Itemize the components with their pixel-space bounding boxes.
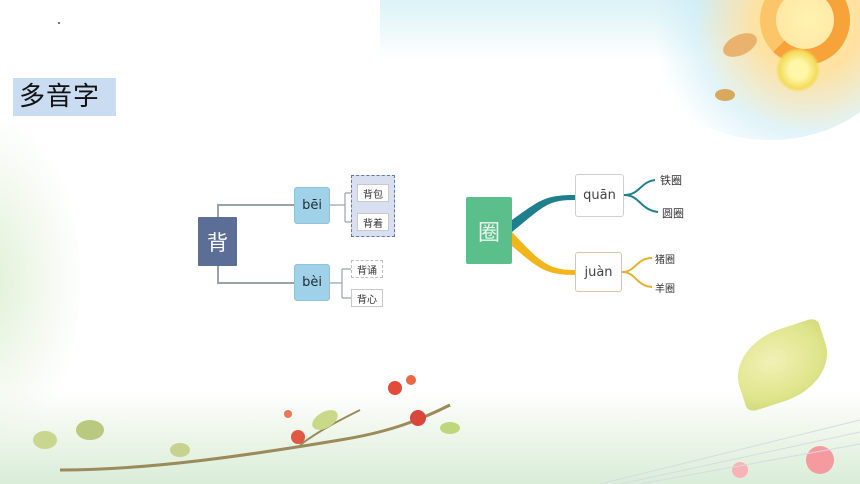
word-yangjuan: 羊圈 (655, 284, 675, 295)
dot-mark (58, 22, 60, 24)
pinyin-node-quan: quān (575, 174, 624, 217)
slide-title: 多音字 (13, 78, 116, 116)
word-node-beixin: 背心 (351, 289, 383, 307)
word-zhujuan: 猪圈 (655, 255, 675, 266)
word-tiequan: 铁圈 (660, 174, 682, 187)
mindmap-root-quan: 圈 (466, 197, 512, 264)
word-node-beizhe: 背着 (357, 213, 389, 231)
word-node-beisong: 背诵 (351, 260, 383, 278)
mindmap-root-bei: 背 (198, 217, 237, 266)
word-yuanquan: 圆圈 (662, 207, 684, 220)
pinyin-node-bei-first-tone: bēi (294, 187, 330, 224)
pinyin-node-bei-fourth-tone: bèi (294, 264, 330, 301)
word-node-beibao: 背包 (357, 184, 389, 202)
pinyin-node-juan: juàn (575, 252, 622, 292)
